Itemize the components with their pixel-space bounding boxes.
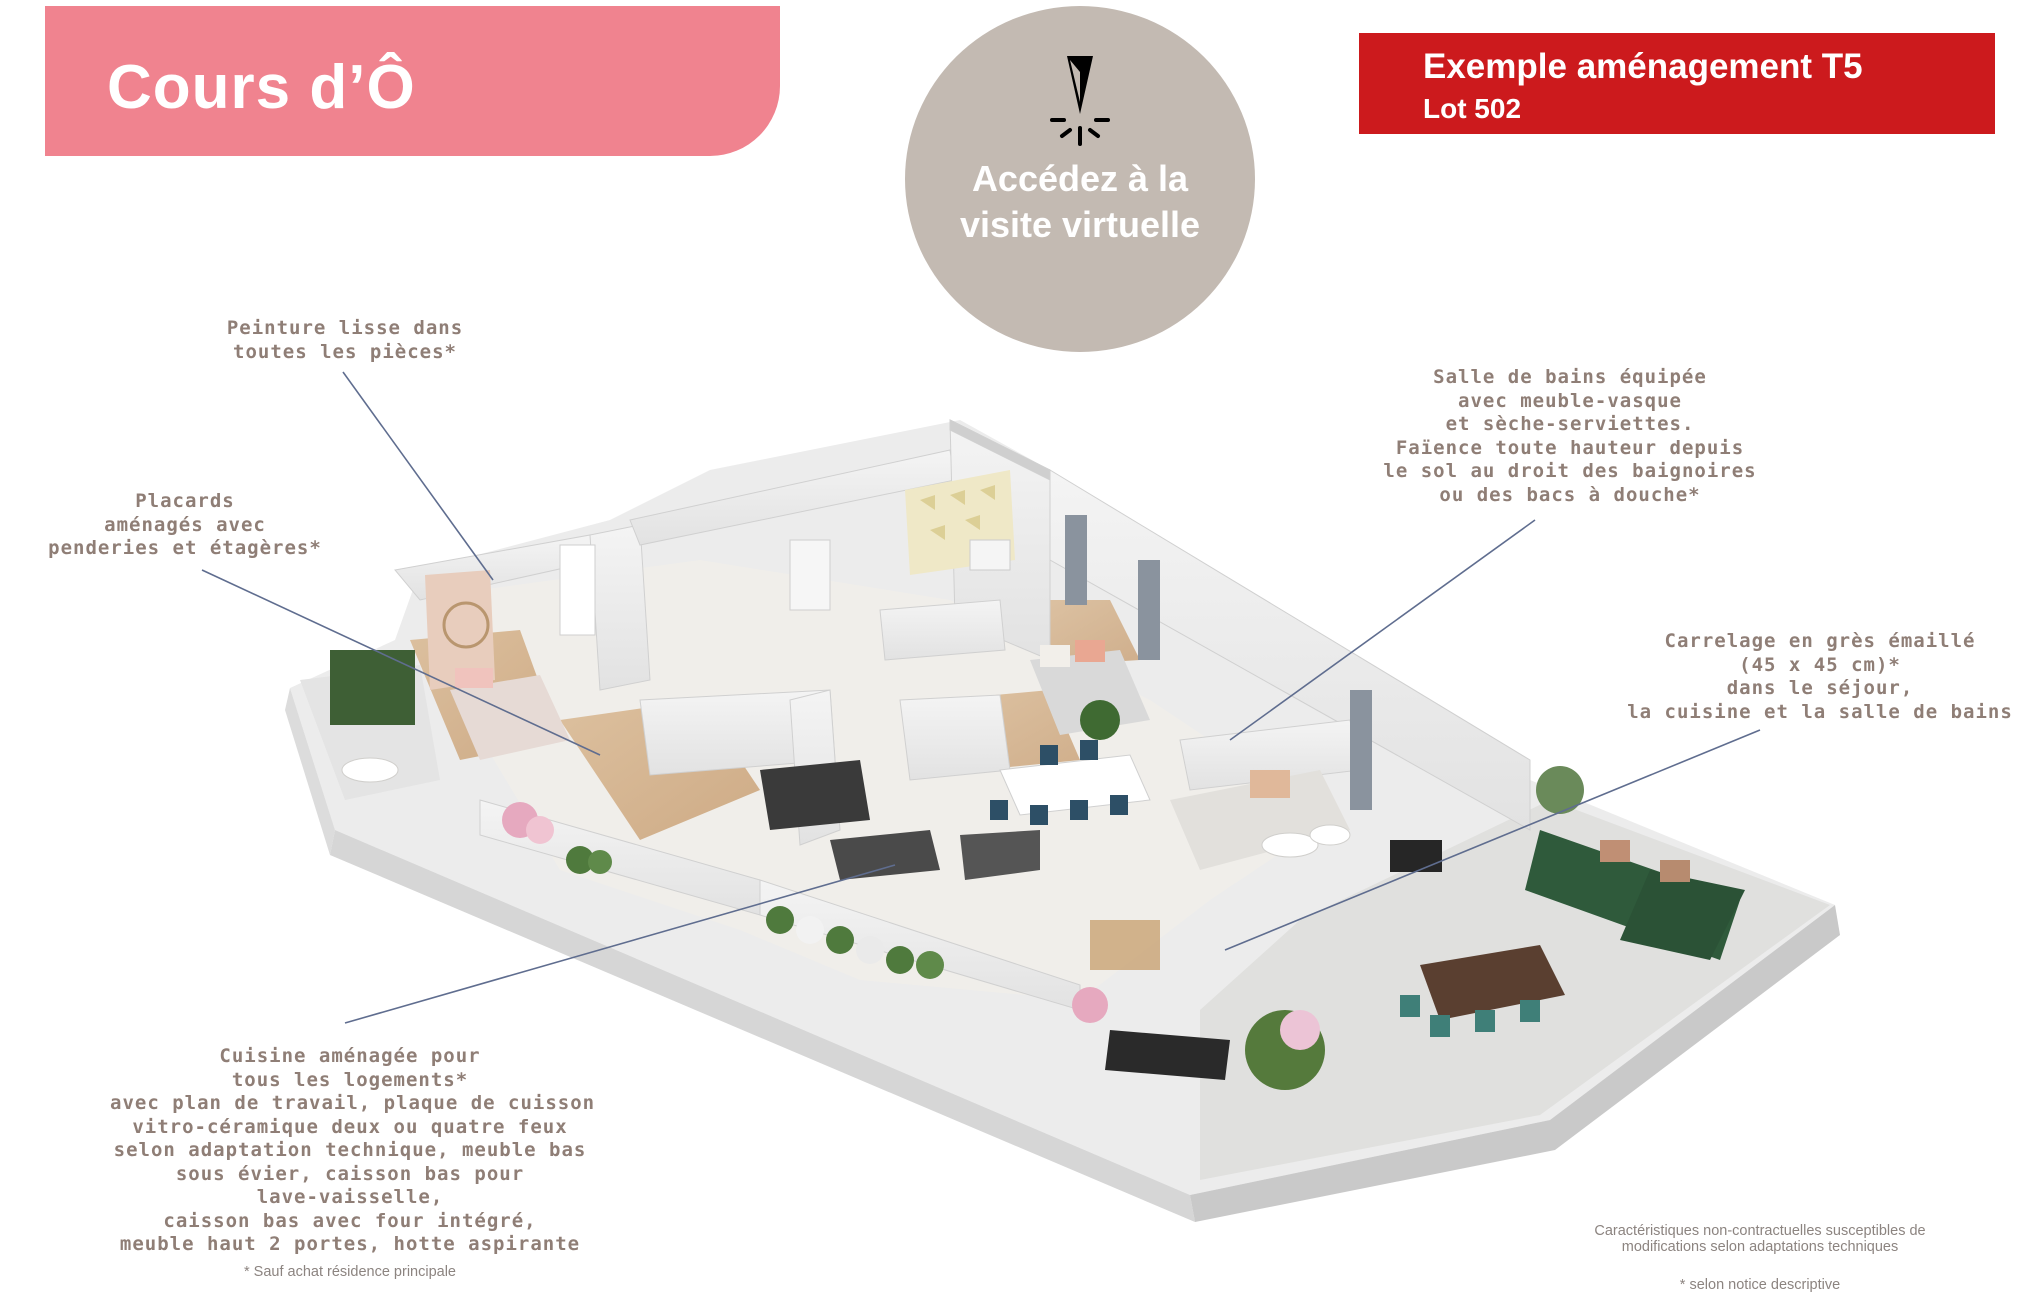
dining-tables	[990, 740, 1565, 1037]
lot-title: Exemple aménagement T5	[1423, 47, 1863, 86]
annotation-line: Salle de bains équipée	[1433, 366, 1707, 388]
annotation-line: caisson bas avec four intégré,	[163, 1209, 537, 1232]
annotation-salle-de-bains: Salle de bains équipée avec meuble-vasqu…	[1380, 366, 1760, 507]
footnote-disclaimer-line1: Caractéristiques non-contractuelles susc…	[1594, 1223, 1926, 1239]
annotation-line: Placards	[135, 490, 235, 512]
virtual-tour-line2: visite virtuelle	[959, 204, 1201, 245]
lot-number: Lot 502	[1423, 93, 1522, 124]
annotation-line: et sèche-serviettes.	[1445, 413, 1695, 435]
leader-lines	[201, 371, 1761, 1024]
annotation-line: Peinture lisse dans	[226, 317, 464, 339]
annotation-line: vitro-céramique deux ou quatre feux	[132, 1115, 568, 1138]
footnote-notice: * selon notice descriptive	[1679, 1277, 1841, 1293]
annotation-line: avec meuble-vasque	[1458, 389, 1682, 412]
sofas	[1170, 770, 1745, 960]
lot-badge: Exemple aménagement T5 Lot 502	[1359, 33, 1995, 134]
footnote-disclaimer: Caractéristiques non-contractuelles susc…	[1560, 1223, 1960, 1255]
annotation-line: meuble haut 2 portes, hotte aspirante	[119, 1233, 581, 1255]
annotation-line: penderies et étagères*	[48, 537, 322, 559]
annotation-line: ou des bacs à douche*	[1439, 483, 1701, 506]
annotation-line: le sol au droit des baignoires	[1383, 460, 1757, 482]
kitchen	[760, 760, 1230, 1080]
annotation-placards: Placards aménagés avec penderies et étag…	[30, 490, 340, 561]
annotation-line: lave-vaisselle,	[256, 1186, 444, 1208]
footnote-residence: * Sauf achat résidence principale	[244, 1264, 456, 1280]
title-banner: Cours d’Ô	[45, 6, 780, 156]
beds	[450, 539, 1150, 760]
mirror	[442, 601, 490, 649]
annotation-line: Cuisine aménagée pour	[219, 1045, 481, 1067]
page-title: Cours d’Ô	[107, 53, 416, 122]
virtual-tour-line1: Accédez à la	[971, 158, 1189, 199]
annotation-line: Faïence toute hauteur depuis	[1395, 436, 1745, 459]
annotation-carrelage: Carrelage en grès émaillé (45 x 45 cm)* …	[1620, 630, 2020, 724]
annotation-line: sous évier, caisson bas pour	[175, 1162, 525, 1185]
annotation-line: selon adaptation technique, meuble bas	[113, 1139, 587, 1161]
bedroom-accent-wall	[425, 570, 495, 690]
annotation-line: dans le séjour,	[1726, 677, 1914, 699]
annotation-line: Carrelage en grès émaillé	[1664, 630, 1976, 652]
annotation-line: tous les logements*	[231, 1068, 469, 1091]
annotation-line: (45 x 45 cm)*	[1739, 653, 1901, 676]
annotation-line: toutes les pièces*	[233, 340, 457, 363]
virtual-tour-label: Accédez à la visite virtuelle	[905, 156, 1255, 248]
furniture	[341, 515, 1442, 970]
annotation-line: aménagés avec	[104, 513, 266, 536]
annotation-line: avec plan de travail, plaque de cuisson	[110, 1092, 596, 1114]
cursor-click-icon	[1050, 56, 1110, 146]
virtual-tour-button[interactable]: Accédez à la visite virtuelle	[905, 6, 1255, 352]
footnote-disclaimer-line2: modifications selon adaptations techniqu…	[1621, 1239, 1899, 1255]
annotation-cuisine: Cuisine aménagée pour tous les logements…	[110, 1045, 596, 1257]
annotation-peinture: Peinture lisse dans toutes les pièces*	[200, 317, 490, 364]
annotation-line: la cuisine et la salle de bains	[1627, 700, 2013, 723]
